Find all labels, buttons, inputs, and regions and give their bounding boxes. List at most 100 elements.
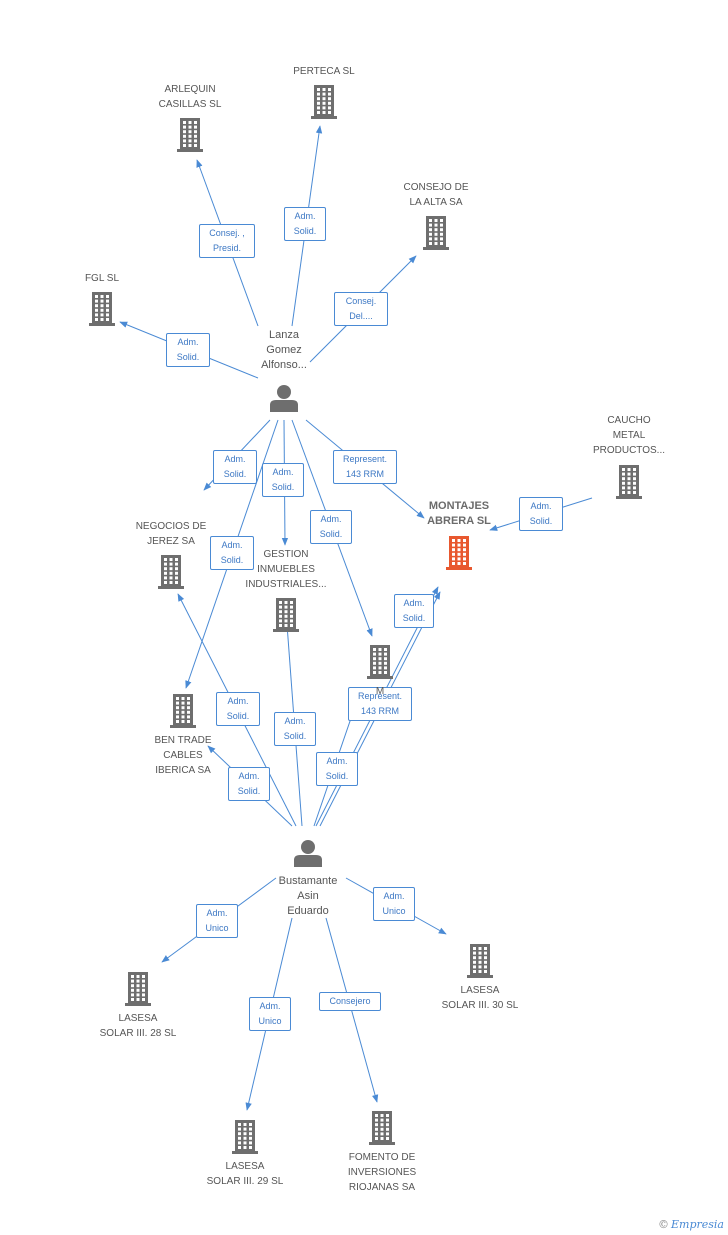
building-icon[interactable] [423,216,449,250]
edge-label-lanza-to-consejo[interactable]: Consej. Del.... [334,292,388,326]
edge-label-lanza-to-negocios[interactable]: Adm.Solid. [213,450,257,484]
edge-label-line: Solid. [223,469,247,479]
building-icon[interactable] [177,118,203,152]
node-label-line: Lanza [269,329,299,341]
edge-label-lanza-to-arlequin[interactable]: Consej. ,Presid. [199,224,255,258]
edge-label-lanza-to-fgl[interactable]: Adm.Solid. [166,333,210,367]
copyright-symbol: © [658,1218,669,1231]
node-label-line: Bustamante [278,875,338,887]
edge-label-lanza-to-perteca[interactable]: Adm.Solid. [284,207,326,241]
person-icon[interactable] [294,840,322,867]
edge-label-line: Represent. [342,454,388,464]
edge-label-line: Adm. [530,501,552,511]
node-layer [89,85,642,1154]
node-label-line: CABLES [163,750,203,761]
brand-watermark[interactable]: ©Empresia [658,1218,724,1231]
building-icon[interactable] [446,536,472,570]
building-icon[interactable] [232,1120,258,1154]
building-icon[interactable] [616,465,642,499]
node-label-line: Asin [297,890,319,902]
node-label-fomento[interactable]: FOMENTO DE INVERSIONES RIOJANAS SA [327,1150,437,1195]
edge-label-bustamante-to-gestion[interactable]: Adm.Solid. [274,712,316,746]
edge-label-line: Represent. [357,691,403,701]
edge-layer [119,125,593,1111]
edge-label-line: Solid. [220,555,244,565]
node-label-lasesa29[interactable]: LASESA SOLAR III. 29 SL [190,1159,300,1189]
edge-label-bustamante-to-fomento[interactable]: Consejero [319,992,381,1011]
node-label-line: SOLAR III. 30 SL [441,1000,519,1011]
node-label-line: Alfonso... [261,359,307,371]
building-icon[interactable] [367,645,393,679]
node-label-line: PERTECA SL [293,66,355,77]
node-label-line: SOLAR III. 29 SL [206,1176,284,1187]
edge-label-bustamante-to-lasesa28[interactable]: Adm.Unico [196,904,238,938]
edge-label-bustamante-to-lasesa30[interactable]: Adm. Unico [373,887,415,921]
edge-label-line: Presid. [212,243,241,253]
edge-label-lanza-to-montajes[interactable]: Represent.143 RRM [333,450,397,484]
node-label-line: FOMENTO DE [348,1152,416,1163]
edge-label-bustamante-to-montajes[interactable]: Adm. Solid. [316,752,358,786]
building-icon[interactable] [273,598,299,632]
person-icon[interactable] [270,385,298,412]
edge-label-lanza-to-bentrade[interactable]: Adm.Solid. [210,536,254,570]
node-label-line: METAL [612,430,646,441]
edge-label-line: Unico [382,906,406,916]
edge-label-line: Adm. [272,467,294,477]
edge-label-line: Adm. [284,716,306,726]
edge-label-line: Del.... [349,311,373,321]
node-label-gestion[interactable]: GESTION INMUEBLES INDUSTRIALES... [231,547,341,592]
node-label-line: INMUEBLES [257,564,315,575]
node-label-perteca[interactable]: PERTECA SL [269,64,379,79]
node-label-line: INDUSTRIALES... [245,579,327,590]
node-label-line: CONSEJO DE [403,182,469,193]
building-icon[interactable] [311,85,337,119]
node-label-line: SOLAR III. 28 SL [99,1028,177,1039]
building-icon[interactable] [467,944,493,978]
node-label-fgl[interactable]: FGL SL [47,271,157,286]
node-label-m_node[interactable]: M [325,684,435,699]
node-label-line: FGL SL [84,273,120,284]
building-icon[interactable] [170,694,196,728]
building-icon[interactable] [89,292,115,326]
node-label-line: RIOJANAS SA [348,1182,416,1193]
edge-label-line: Adm. [403,598,425,608]
edge-label-line: Adm. [326,756,348,766]
edge-label-lanza-to-gestion[interactable]: Adm. Solid. [262,463,304,497]
node-label-line: LASESA [225,1161,265,1172]
node-label-line: M [375,686,385,697]
node-label-line: GESTION [263,549,309,560]
building-icon[interactable] [369,1111,395,1145]
edge-label-bustamante-to-negocios[interactable]: Adm.Solid. [216,692,260,726]
node-label-line: ABRERA SL [427,515,491,527]
edge-label-line: Adm. [383,891,405,901]
edge-label-bustamante-to-lasesa29[interactable]: Adm.Unico [249,997,291,1031]
edge-label-line: Consejero [329,996,371,1006]
edge-label-bustamante-to-m_node[interactable]: Represent.143 RRM [348,687,412,721]
node-label-line: BEN TRADE [154,735,212,746]
edge-label-bustamante-to-bentrade[interactable]: Adm.Solid. [228,767,270,801]
edge-label-line: Solid. [226,711,250,721]
node-label-line: CAUCHO [607,415,651,426]
building-icon[interactable] [158,555,184,589]
edge-label-line: Consej. [345,296,377,306]
edge-label-line: Solid. [325,771,349,781]
node-label-line: JEREZ SA [147,536,195,547]
edge-label-line: Solid. [271,482,295,492]
node-label-line: ARLEQUIN [164,84,216,95]
edge-label-lanza-to-m_node[interactable]: Adm.Solid. [310,510,352,544]
edge-label-caucho-to-montajes[interactable]: Adm.Solid. [519,497,563,531]
building-icon[interactable] [125,972,151,1006]
edge-label-bustamante-to-montajes[interactable]: Adm.Solid. [394,594,434,628]
node-label-line: INVERSIONES [347,1167,417,1178]
